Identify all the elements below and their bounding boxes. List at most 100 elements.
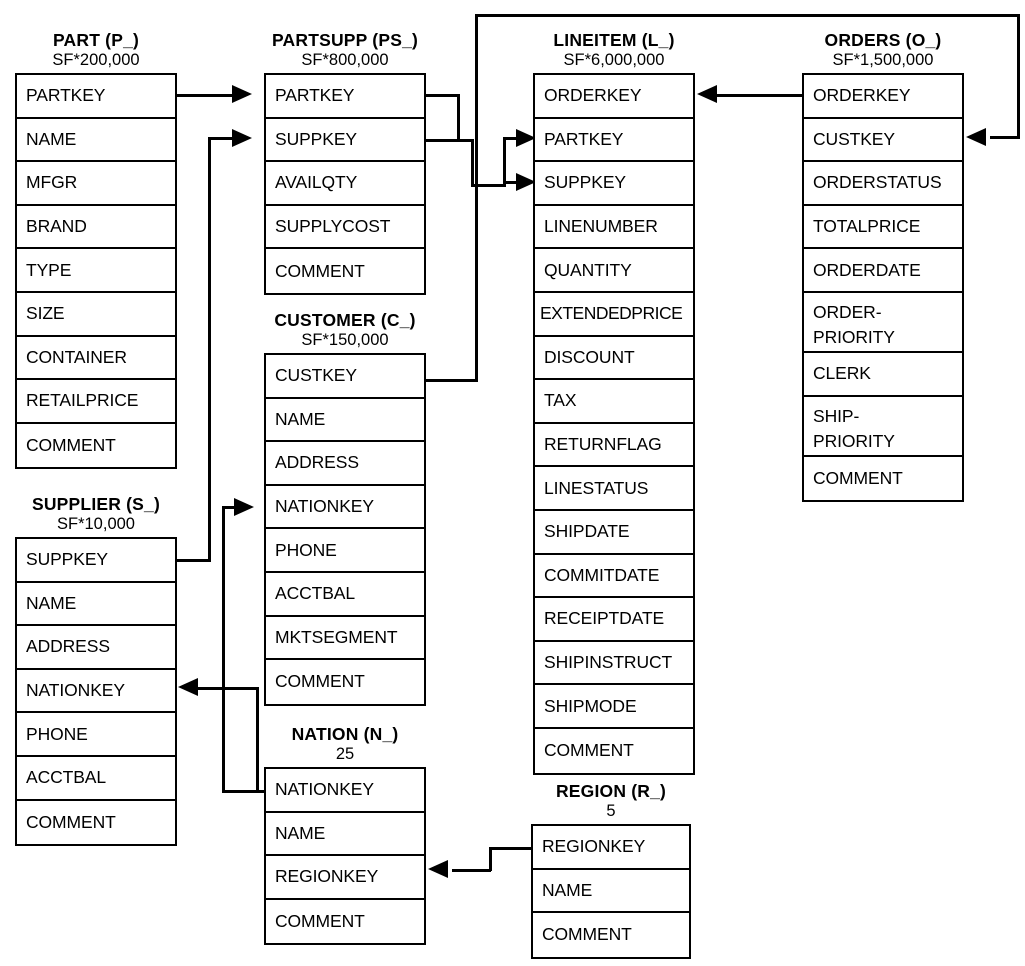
field-part-brand[interactable]: BRAND bbox=[17, 206, 175, 250]
arrowhead-partsupp-partkey bbox=[232, 85, 252, 103]
connector-partsupp-pk-out bbox=[425, 94, 460, 97]
field-orders-orderkey[interactable]: ORDERKEY bbox=[804, 75, 962, 119]
field-part-partkey[interactable]: PARTKEY bbox=[17, 75, 175, 119]
connector-customer-nationkey-h bbox=[222, 506, 244, 509]
connector-lineitem-suppkey-h bbox=[503, 181, 523, 184]
field-orders-shippriority[interactable]: SHIP-PRIORITY bbox=[804, 397, 962, 457]
field-lineitem-partkey[interactable]: PARTKEY bbox=[535, 119, 693, 163]
connector-supplier-suppkey-v bbox=[208, 137, 211, 562]
table-lineitem-fields: ORDERKEY PARTKEY SUPPKEY LINENUMBER QUAN… bbox=[533, 73, 695, 775]
field-part-size[interactable]: SIZE bbox=[17, 293, 175, 337]
field-orders-totalprice[interactable]: TOTALPRICE bbox=[804, 206, 962, 250]
field-orders-comment[interactable]: COMMENT bbox=[813, 467, 903, 488]
connector-part-partsupp-h bbox=[177, 94, 239, 97]
connector-partsupp-drop-v bbox=[471, 139, 474, 187]
table-region: REGION (R_) 5 REGIONKEY NAME COMMENT bbox=[531, 781, 691, 959]
field-lineitem-receiptdate[interactable]: RECEIPTDATE bbox=[535, 598, 693, 642]
field-supplier-acctbal[interactable]: ACCTBAL bbox=[17, 757, 175, 801]
field-orders-custkey[interactable]: CUSTKEY bbox=[804, 119, 962, 163]
field-lineitem-shipmode[interactable]: SHIPMODE bbox=[535, 685, 693, 729]
field-part-retailprice[interactable]: RETAILPRICE bbox=[17, 380, 175, 424]
field-supplier-phone[interactable]: PHONE bbox=[17, 713, 175, 757]
field-lineitem-linenumber[interactable]: LINENUMBER bbox=[535, 206, 693, 250]
field-supplier-comment[interactable]: COMMENT bbox=[26, 811, 116, 832]
field-lineitem-quantity[interactable]: QUANTITY bbox=[535, 249, 693, 293]
field-part-name[interactable]: NAME bbox=[17, 119, 175, 163]
connector-nation-supplier-v bbox=[256, 687, 259, 792]
field-supplier-name[interactable]: NAME bbox=[17, 583, 175, 627]
table-nation-fields: NATIONKEY NAME REGIONKEY COMMENT bbox=[264, 767, 426, 946]
field-nation-regionkey[interactable]: REGIONKEY bbox=[266, 856, 424, 900]
field-partsupp-supplycost[interactable]: SUPPLYCOST bbox=[266, 206, 424, 250]
field-nation-name[interactable]: NAME bbox=[266, 813, 424, 857]
field-nation-comment[interactable]: COMMENT bbox=[275, 911, 365, 932]
table-nation-cardinality: 25 bbox=[335, 745, 355, 763]
arrowhead-lineitem-suppkey bbox=[516, 173, 536, 191]
field-nation-nationkey[interactable]: NATIONKEY bbox=[266, 769, 424, 813]
connector-supplier-nationkey-h bbox=[196, 687, 258, 690]
field-lineitem-extendedprice[interactable]: EXTENDEDPRICE bbox=[535, 293, 693, 337]
connector-nation-supplier-h bbox=[222, 790, 258, 793]
field-orders-orderstatus[interactable]: ORDERSTATUS bbox=[804, 162, 962, 206]
connector-orders-lineitem-h bbox=[715, 94, 805, 97]
field-region-name[interactable]: NAME bbox=[533, 870, 689, 914]
field-region-regionkey[interactable]: REGIONKEY bbox=[533, 826, 689, 870]
connector-partsupp-suppkey-h bbox=[208, 137, 240, 140]
connector-customer-custkey-h bbox=[425, 379, 478, 382]
field-customer-mktsegment[interactable]: MKTSEGMENT bbox=[266, 617, 424, 661]
field-lineitem-returnflag[interactable]: RETURNFLAG bbox=[535, 424, 693, 468]
field-partsupp-availqty[interactable]: AVAILQTY bbox=[266, 162, 424, 206]
field-customer-nationkey[interactable]: NATIONKEY bbox=[266, 486, 424, 530]
field-partsupp-partkey[interactable]: PARTKEY bbox=[266, 75, 424, 119]
connector-orders-custkey-h bbox=[990, 136, 1020, 139]
table-customer-title: CUSTOMER (C_) bbox=[274, 310, 416, 330]
field-lineitem-shipinstruct[interactable]: SHIPINSTRUCT bbox=[535, 642, 693, 686]
field-customer-address[interactable]: ADDRESS bbox=[266, 442, 424, 486]
field-region-comment[interactable]: COMMENT bbox=[542, 924, 632, 945]
connector-lineitem-partkey-h bbox=[503, 137, 523, 140]
table-nation: NATION (N_) 25 NATIONKEY NAME REGIONKEY … bbox=[264, 724, 426, 946]
field-lineitem-discount[interactable]: DISCOUNT bbox=[535, 337, 693, 381]
field-lineitem-linestatus[interactable]: LINESTATUS bbox=[535, 467, 693, 511]
field-customer-custkey[interactable]: CUSTKEY bbox=[266, 355, 424, 399]
field-supplier-suppkey[interactable]: SUPPKEY bbox=[17, 539, 175, 583]
table-region-fields: REGIONKEY NAME COMMENT bbox=[531, 824, 691, 959]
table-partsupp: PARTSUPP (PS_) SF*800,000 PARTKEY SUPPKE… bbox=[264, 30, 426, 295]
field-customer-comment[interactable]: COMMENT bbox=[275, 671, 365, 692]
table-orders: ORDERS (O_) SF*1,500,000 ORDERKEY CUSTKE… bbox=[802, 30, 964, 503]
connector-customer-orders-top bbox=[475, 14, 1020, 17]
field-part-comment[interactable]: COMMENT bbox=[26, 435, 116, 456]
field-lineitem-comment[interactable]: COMMENT bbox=[544, 740, 634, 761]
field-lineitem-tax[interactable]: TAX bbox=[535, 380, 693, 424]
field-orders-orderpriority[interactable]: ORDER-PRIORITY bbox=[804, 293, 962, 353]
field-supplier-nationkey[interactable]: NATIONKEY bbox=[17, 670, 175, 714]
field-partsupp-comment[interactable]: COMMENT bbox=[275, 260, 365, 281]
field-orders-clerk[interactable]: CLERK bbox=[804, 353, 962, 397]
field-customer-name[interactable]: NAME bbox=[266, 399, 424, 443]
field-customer-phone[interactable]: PHONE bbox=[266, 529, 424, 573]
table-customer-cardinality: SF*150,000 bbox=[301, 331, 389, 349]
arrowhead-supplier-nationkey bbox=[178, 678, 198, 696]
table-nation-title: NATION (N_) bbox=[291, 724, 399, 744]
field-lineitem-shipdate[interactable]: SHIPDATE bbox=[535, 511, 693, 555]
table-part: PART (P_) SF*200,000 PARTKEY NAME MFGR B… bbox=[15, 30, 177, 470]
field-part-container[interactable]: CONTAINER bbox=[17, 337, 175, 381]
connector-region-nation-v bbox=[489, 847, 492, 871]
table-customer: CUSTOMER (C_) SF*150,000 CUSTKEY NAME AD… bbox=[264, 310, 426, 706]
field-customer-acctbal[interactable]: ACCTBAL bbox=[266, 573, 424, 617]
connector-supplier-suppkey-h bbox=[177, 559, 211, 562]
arrowhead-orders-custkey bbox=[966, 128, 986, 146]
field-part-type[interactable]: TYPE bbox=[17, 249, 175, 293]
connector-lineitem-split-v bbox=[503, 137, 506, 186]
connector-partsupp-merge-v bbox=[457, 116, 460, 142]
field-supplier-address[interactable]: ADDRESS bbox=[17, 626, 175, 670]
field-lineitem-commitdate[interactable]: COMMITDATE bbox=[535, 555, 693, 599]
field-lineitem-orderkey[interactable]: ORDERKEY bbox=[535, 75, 693, 119]
field-partsupp-suppkey[interactable]: SUPPKEY bbox=[266, 119, 424, 163]
connector-partsupp-sk-out bbox=[425, 139, 460, 142]
connector-lineitem-split-h bbox=[471, 184, 506, 187]
table-lineitem-cardinality: SF*6,000,000 bbox=[563, 51, 665, 69]
field-lineitem-suppkey[interactable]: SUPPKEY bbox=[535, 162, 693, 206]
field-orders-orderdate[interactable]: ORDERDATE bbox=[804, 249, 962, 293]
field-part-mfgr[interactable]: MFGR bbox=[17, 162, 175, 206]
